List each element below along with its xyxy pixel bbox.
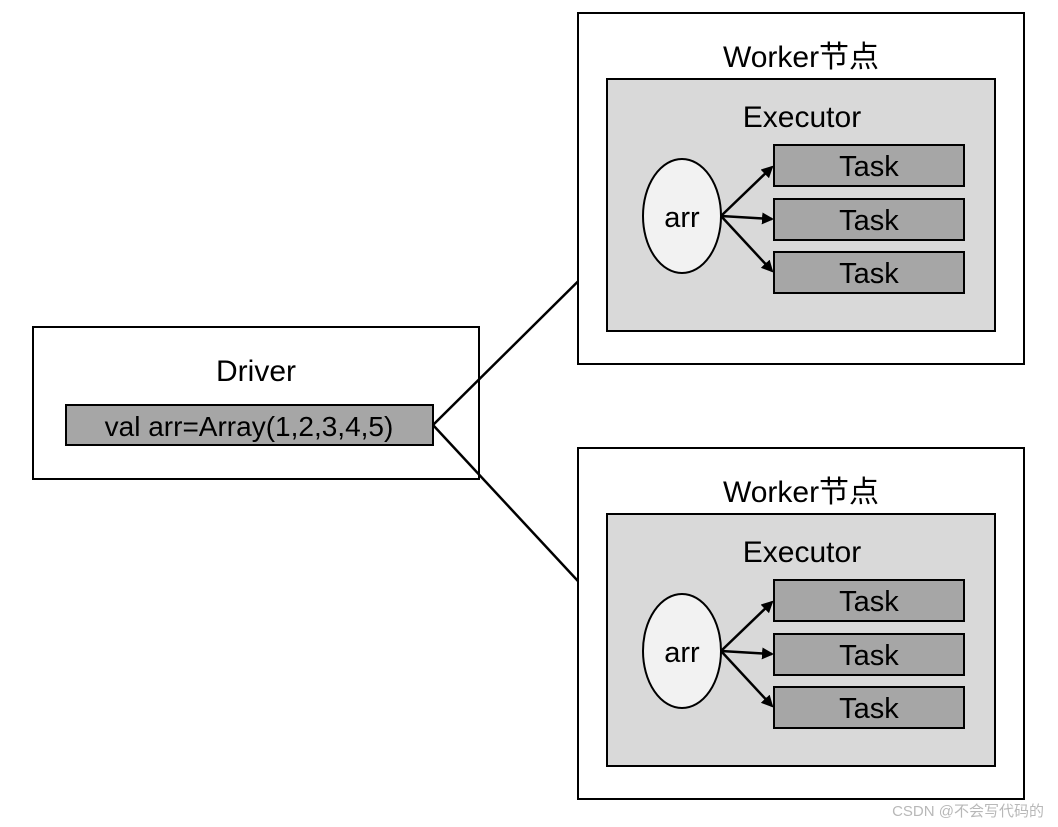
task-arrow [720,600,774,652]
task-label: Task [839,258,899,290]
driver-box [32,326,480,480]
worker-node-2: Worker节点 Executor arr Task Task Task [577,447,1025,800]
task-label: Task [839,586,899,618]
worker-title: Worker节点 [723,476,879,509]
task-arrow [720,165,774,217]
task-label: Task [839,693,899,725]
task-label: Task [839,151,899,183]
task-box [773,686,965,729]
worker-node-1: Worker节点 Executor arr Task Task Task [577,12,1025,365]
task-arrow [720,215,774,273]
task-label: Task [839,205,899,237]
task-arrow [720,647,774,660]
task-box [773,251,965,294]
worker-title: Worker节点 [723,41,879,74]
executor-title: Executor [743,536,861,569]
task-box [773,198,965,241]
task-arrow [720,212,774,225]
task-box [773,633,965,676]
driver-node: Driver val arr=Array(1,2,3,4,5) [32,326,480,480]
task-box [773,579,965,622]
task-arrow [720,650,774,708]
task-label: Task [839,640,899,672]
arr-variable-label: arr [664,637,700,669]
csdn-watermark: CSDN @不会写代码的 [892,803,1044,820]
arr-variable-label: arr [664,202,700,234]
executor-title: Executor [743,101,861,134]
driver-title: Driver [216,355,296,388]
driver-code-box [65,404,434,446]
task-box [773,144,965,187]
driver-code: val arr=Array(1,2,3,4,5) [105,411,394,442]
